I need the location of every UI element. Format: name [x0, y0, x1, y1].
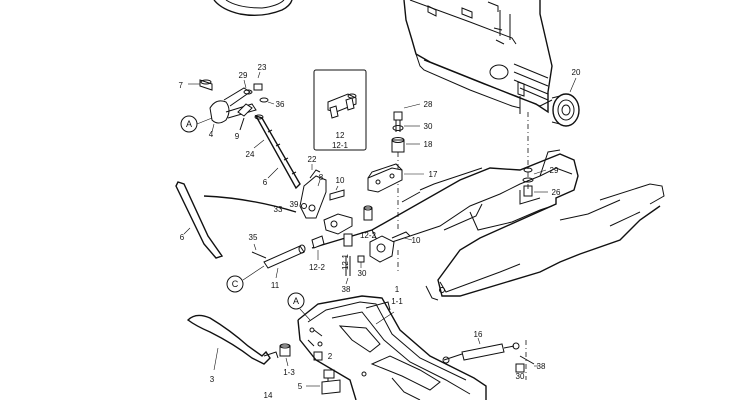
washer-part-29a	[243, 79, 253, 95]
callout-29-right: 29	[550, 166, 559, 175]
callout-12-2-left: 12-2	[309, 263, 326, 272]
callout-1-3: 1-3	[283, 368, 295, 377]
callout-3: 3	[210, 375, 215, 384]
callout-12-2-right: 12-2	[360, 231, 377, 240]
callout-1: 1	[395, 285, 400, 294]
reference-a-bottom-label: A	[293, 296, 299, 306]
callout-29: 29	[239, 71, 248, 80]
bushing-part-18	[391, 137, 420, 153]
washer-part-30	[392, 125, 420, 131]
callout-30-lower: 30	[516, 372, 525, 381]
bolt-part-38b	[519, 355, 538, 367]
lever-part-6	[175, 181, 224, 259]
callout-20: 20	[572, 68, 581, 77]
reference-a-top-label: A	[186, 119, 192, 129]
callout-11: 11	[271, 281, 280, 290]
pedal-arm-part-4	[209, 87, 257, 133]
callout-22: 22	[308, 155, 317, 164]
pin-part-36	[259, 97, 275, 105]
callout-10-lower: 10	[412, 236, 421, 245]
pin-part-7	[188, 79, 213, 91]
callout-38-upper: 38	[342, 285, 351, 294]
pin-part-35	[251, 243, 267, 259]
washer-part-39	[301, 203, 307, 209]
callout-12: 12	[336, 131, 345, 140]
callout-10-upper: 10	[336, 176, 345, 185]
bolt-part-28	[393, 103, 421, 132]
callout-12-1: 12-1	[332, 141, 349, 150]
bushing-part-12-group	[311, 205, 373, 260]
callout-7: 7	[179, 81, 184, 90]
nut-part-30a	[357, 255, 365, 268]
callout-33: 33	[274, 205, 283, 214]
callout-18: 18	[424, 140, 433, 149]
damper-part-16	[442, 337, 520, 364]
callout-30-mid: 30	[358, 269, 367, 278]
callout-35: 35	[249, 233, 258, 242]
bolt-part-26	[522, 167, 548, 197]
reference-marker-a-bottom: A	[287, 292, 311, 321]
callout-23: 23	[258, 63, 267, 72]
callout-5: 5	[298, 382, 303, 391]
callout-38-lower: 38	[537, 362, 546, 371]
switch-part-5	[306, 379, 341, 395]
callout-26: 26	[552, 188, 561, 197]
callout-28: 28	[424, 100, 433, 109]
reference-marker-c: C	[226, 265, 265, 293]
nut-part-23	[253, 71, 263, 91]
fitting-part-2	[313, 351, 335, 388]
bracket-part-17	[367, 163, 424, 193]
callout-39: 39	[290, 200, 299, 209]
upper-frame-housing	[403, 0, 553, 114]
lever-part-3	[186, 314, 279, 371]
callout-1-1: 1-1	[391, 297, 403, 306]
main-frame-rail	[311, 149, 665, 301]
callout-8: 8	[319, 173, 324, 182]
cable-part-33	[203, 195, 297, 213]
callout-16: 16	[474, 330, 483, 339]
callout-24: 24	[246, 150, 255, 159]
bushing-part-1-3	[279, 343, 291, 367]
wheel-part-20	[551, 77, 580, 127]
callout-4: 4	[209, 130, 214, 139]
nut-part-30c	[515, 363, 525, 373]
seat-cushion-fragment	[213, 0, 293, 17]
pin-part-10a	[329, 185, 345, 201]
callout-12-1-mid: 12-1	[341, 253, 350, 270]
detail-box-part-12	[313, 69, 367, 151]
reference-c-label: C	[232, 279, 239, 289]
callout-14: 14	[264, 391, 273, 400]
callout-30-upper: 30	[424, 122, 433, 131]
callout-36: 36	[276, 100, 285, 109]
callout-2: 2	[328, 352, 333, 361]
link-part-9	[237, 103, 253, 131]
callout-labels: 7 29 23 36 4 9 24 6 22 8 10 33 39 6 35 1…	[179, 63, 581, 400]
reference-marker-a-top: A	[180, 115, 213, 133]
callout-9: 9	[235, 132, 240, 141]
callout-6-lower: 6	[180, 233, 185, 242]
callout-17: 17	[429, 170, 438, 179]
bracket-part-lower	[369, 231, 413, 263]
bolt-part-38a	[345, 256, 351, 285]
shaft-part-11	[263, 244, 306, 279]
rod-part-24	[253, 114, 301, 190]
chassis-part-1	[297, 295, 487, 400]
callout-6-upper: 6	[263, 178, 268, 187]
